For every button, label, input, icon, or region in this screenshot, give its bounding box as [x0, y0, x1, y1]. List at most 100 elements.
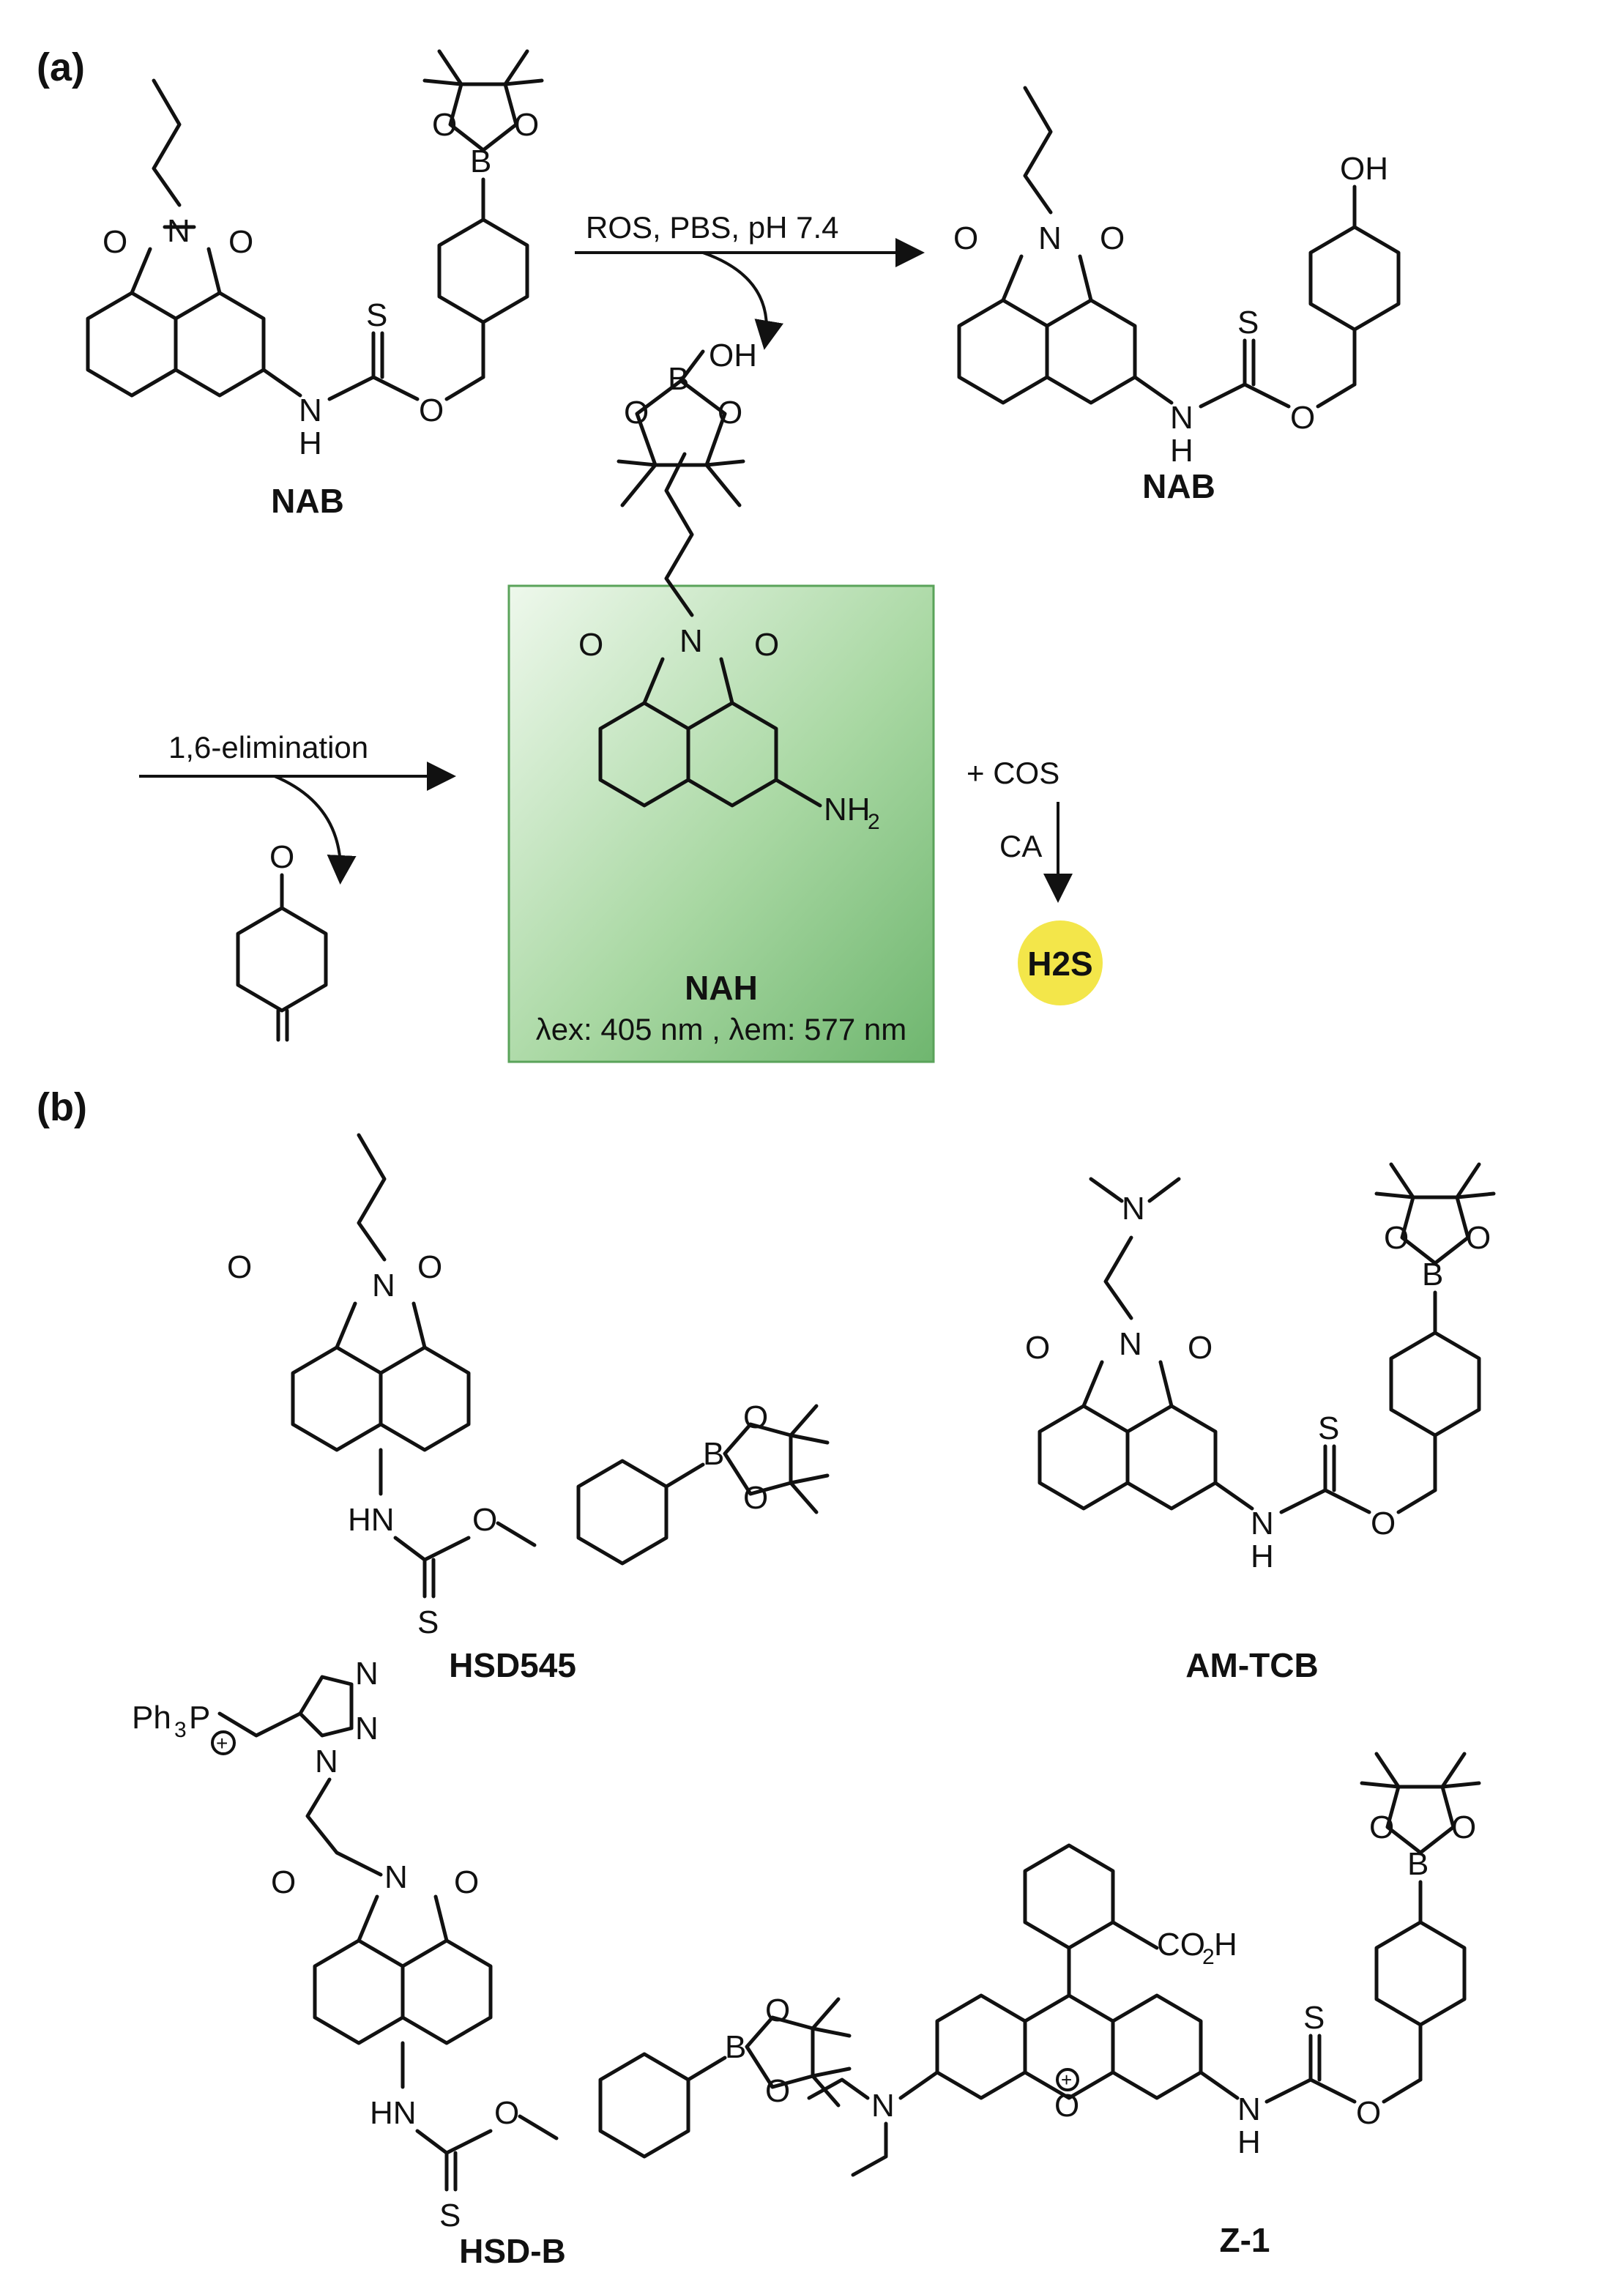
svg-text:O: O	[1451, 1809, 1476, 1845]
svg-text:O: O	[417, 1249, 442, 1285]
svg-text:O: O	[754, 627, 779, 663]
step1-conditions: ROS, PBS, pH 7.4	[586, 210, 838, 245]
nab-structure-2: N O O N H S O OH	[953, 86, 1401, 469]
svg-text:S: S	[1318, 1410, 1339, 1446]
svg-text:H: H	[299, 425, 322, 461]
svg-text:S: S	[417, 1604, 439, 1640]
svg-text:O: O	[953, 220, 978, 256]
product-name-label: NAH	[685, 969, 758, 1007]
svg-text:O: O	[1369, 1809, 1394, 1845]
probe-1-label: HSD545	[449, 1646, 576, 1684]
svg-text:N: N	[1170, 400, 1193, 436]
svg-text:OH: OH	[709, 338, 757, 373]
svg-text:N: N	[299, 393, 322, 428]
svg-text:O: O	[432, 107, 457, 143]
svg-text:O: O	[271, 1864, 296, 1900]
svg-text:B: B	[668, 361, 689, 397]
ca-label: CA	[999, 829, 1042, 863]
svg-text:B: B	[725, 2029, 746, 2065]
svg-text:S: S	[439, 2198, 461, 2233]
svg-text:NH: NH	[824, 792, 871, 827]
svg-text:O: O	[1371, 1506, 1396, 1541]
nab-structure-1: N O O N H S O B O O	[86, 49, 544, 461]
probe-2-label: AM-TCB	[1185, 1646, 1318, 1684]
svg-text:Ph: Ph	[132, 1700, 171, 1736]
svg-text:O: O	[1384, 1220, 1409, 1256]
svg-text:O: O	[419, 393, 444, 428]
svg-text:H: H	[1237, 2124, 1261, 2160]
svg-text:O: O	[1188, 1330, 1213, 1366]
svg-text:S: S	[366, 297, 387, 333]
svg-text:HN: HN	[370, 2095, 417, 2131]
svg-text:O: O	[514, 107, 539, 143]
svg-text:N: N	[871, 2088, 895, 2124]
svg-text:O: O	[743, 1480, 768, 1516]
am-tcb-structure: N O O N N H S O B O O	[1025, 1162, 1496, 1574]
svg-text:N: N	[1122, 1191, 1145, 1227]
svg-text:O: O	[1100, 220, 1125, 256]
svg-text:OH: OH	[1340, 151, 1388, 187]
svg-text:N: N	[315, 1744, 338, 1779]
compound-2-label: NAB	[1142, 467, 1215, 505]
svg-text:O: O	[1356, 2095, 1381, 2131]
svg-text:H: H	[1170, 433, 1193, 469]
boronic-acid-byproduct: B OH O O	[617, 338, 757, 507]
compound-1-label: NAB	[271, 482, 344, 520]
svg-text:O: O	[624, 395, 649, 431]
svg-text:N: N	[679, 623, 703, 659]
svg-text:O: O	[472, 1502, 497, 1538]
svg-text:N: N	[167, 213, 190, 249]
svg-text:O: O	[269, 839, 294, 875]
svg-text:O: O	[103, 224, 127, 260]
svg-text:2: 2	[1202, 1945, 1215, 1969]
svg-text:N: N	[372, 1268, 395, 1303]
svg-text:H: H	[1251, 1539, 1274, 1574]
hsd-b-structure: Ph 3 P + N N N N O O HN S O B O O	[132, 1656, 852, 2233]
svg-text:B: B	[703, 1436, 724, 1472]
svg-text:O: O	[765, 1993, 790, 2028]
svg-text:N: N	[1119, 1326, 1142, 1362]
svg-text:H: H	[1214, 1927, 1237, 1963]
svg-text:P: P	[189, 1700, 210, 1736]
h2s-label: H2S	[1027, 945, 1092, 983]
h2s-circle	[1018, 920, 1103, 1005]
panel-label-a: (a)	[37, 45, 85, 89]
product-wavelength-label: λex: 405 nm , λem: 577 nm	[536, 1012, 907, 1046]
svg-text:O: O	[743, 1399, 768, 1435]
step2-conditions: 1,6-elimination	[168, 730, 368, 765]
svg-text:HN: HN	[348, 1502, 395, 1538]
svg-text:O: O	[578, 627, 603, 663]
svg-text:O: O	[1290, 400, 1315, 436]
svg-text:O: O	[227, 1249, 252, 1285]
svg-text:O: O	[1466, 1220, 1491, 1256]
svg-text:+: +	[216, 1732, 228, 1755]
svg-text:2: 2	[868, 810, 880, 834]
svg-text:3: 3	[174, 1718, 187, 1742]
svg-text:N: N	[355, 1711, 379, 1747]
reaction-arrow-2	[139, 762, 456, 885]
svg-text:N: N	[1251, 1506, 1274, 1541]
svg-text:O: O	[1025, 1330, 1050, 1366]
svg-text:+: +	[1061, 2069, 1072, 2091]
z1-structure: O + CO 2 H N N H S O B O O	[807, 1752, 1481, 2177]
svg-text:O: O	[228, 224, 253, 260]
probe-3-label: HSD-B	[459, 2232, 566, 2270]
svg-text:N: N	[1237, 2091, 1261, 2127]
svg-text:O: O	[494, 2095, 519, 2131]
svg-text:N: N	[355, 1656, 379, 1692]
svg-text:O: O	[718, 395, 742, 431]
svg-text:CO: CO	[1157, 1927, 1205, 1963]
hsd545-structure: N O O HN S O B O O	[227, 1133, 830, 1640]
svg-text:S: S	[1237, 305, 1259, 341]
reaction-arrow-1	[575, 238, 925, 350]
svg-text:N: N	[1038, 220, 1062, 256]
svg-text:O: O	[765, 2073, 790, 2109]
panel-label-b: (b)	[37, 1085, 87, 1129]
svg-text:S: S	[1303, 2000, 1325, 2036]
plus-cos-label: + COS	[966, 756, 1059, 790]
svg-text:O: O	[454, 1864, 479, 1900]
probe-4-label: Z-1	[1220, 2221, 1270, 2259]
svg-text:O: O	[1054, 2088, 1079, 2124]
